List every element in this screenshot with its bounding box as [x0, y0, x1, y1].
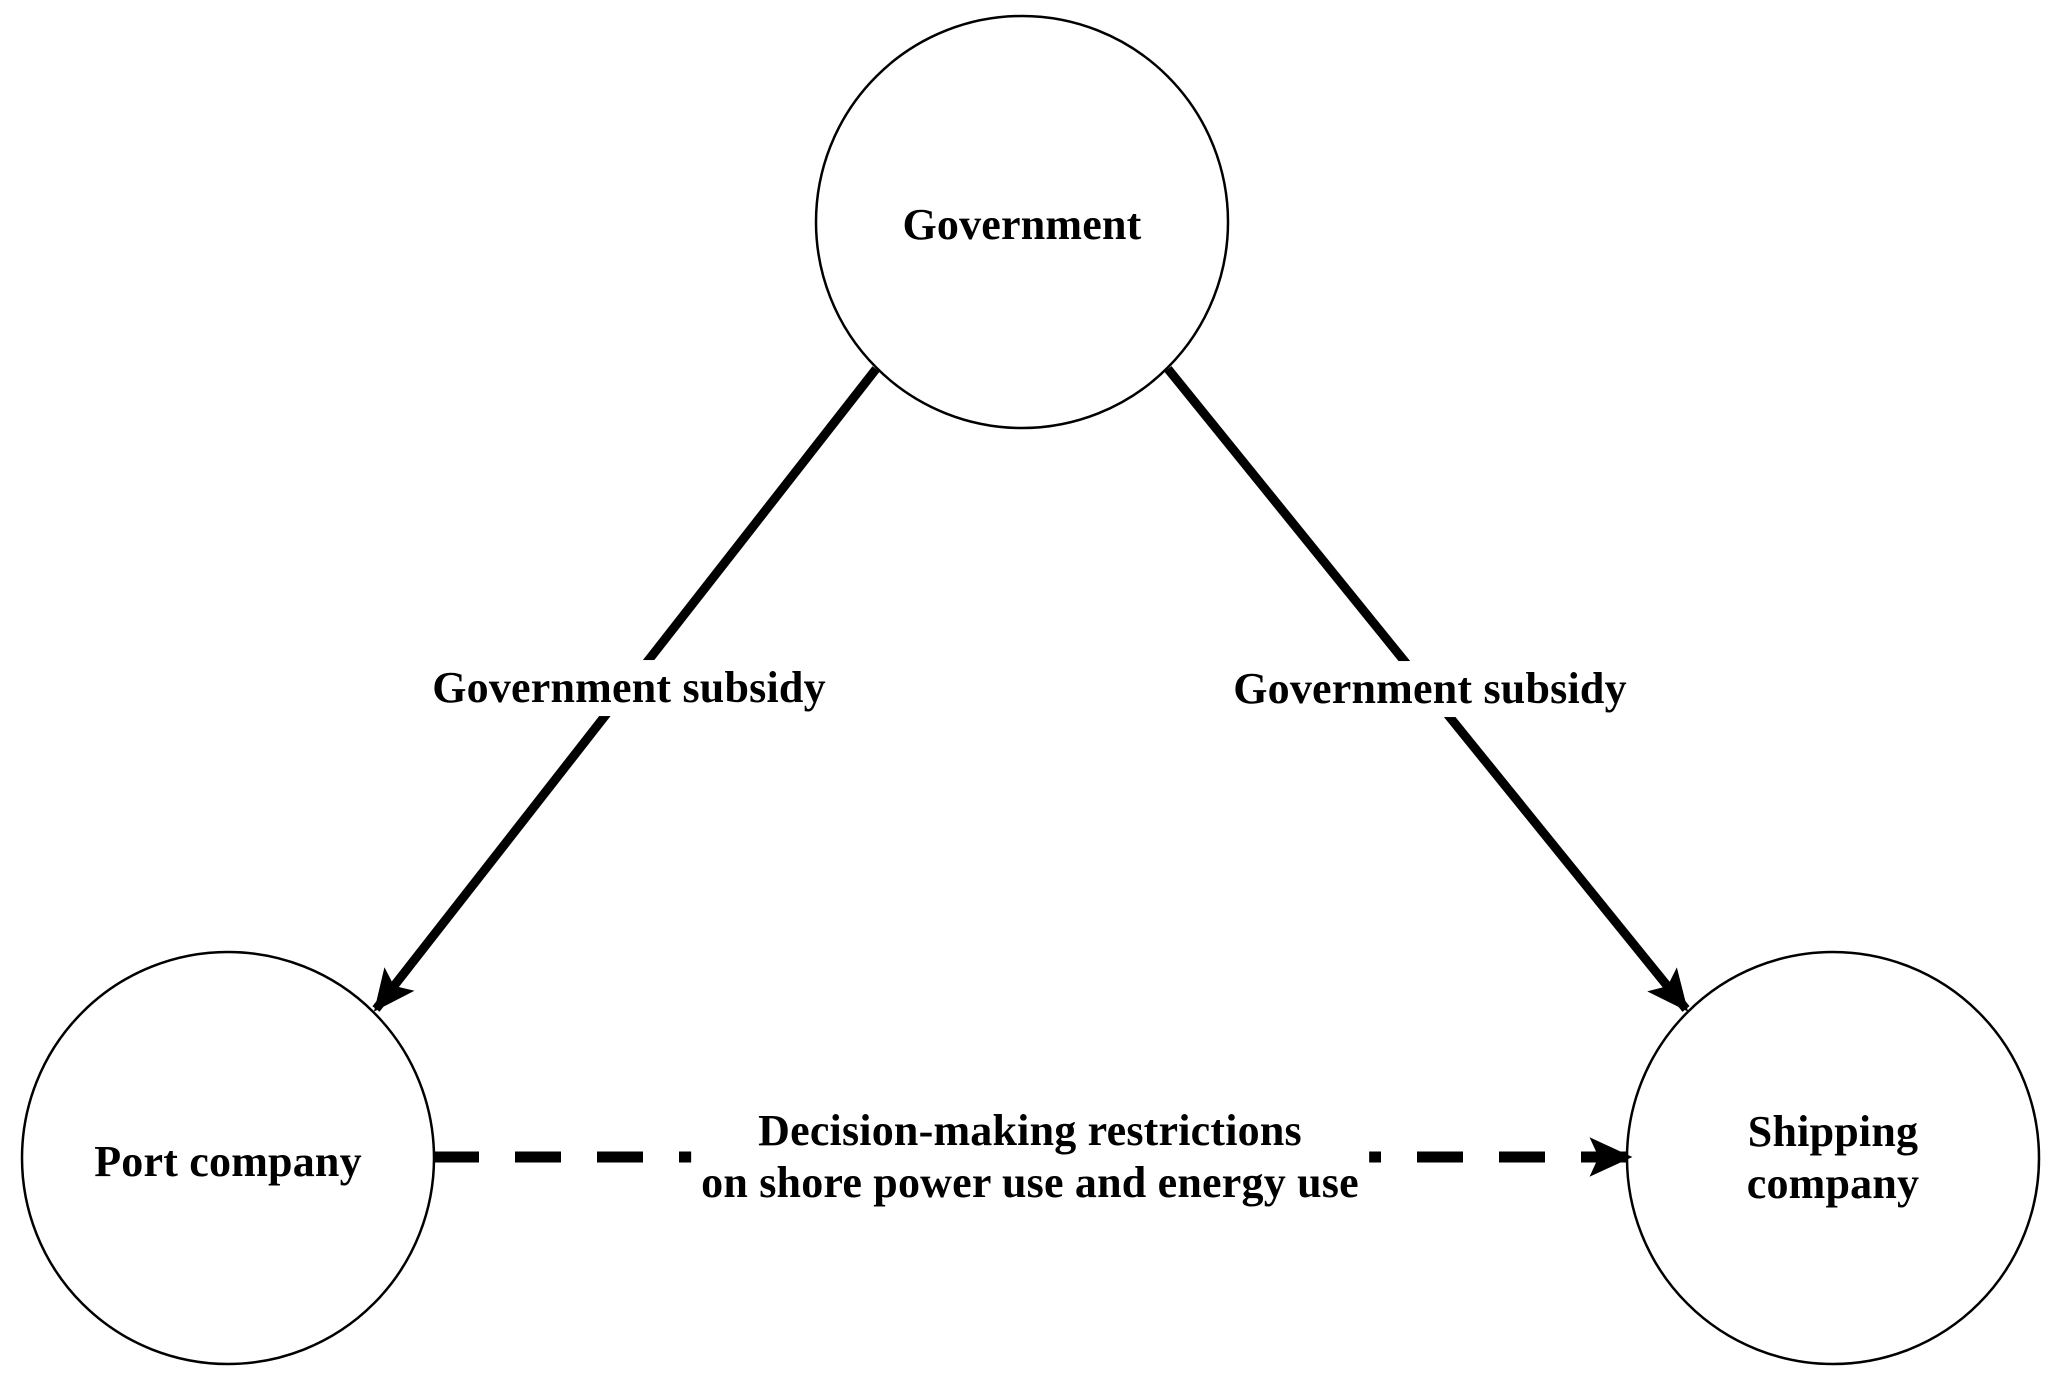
- edge-label-government-subsidy-right: Government subsidy: [1227, 661, 1633, 717]
- edge-label-decision-making-restrictions: Decision-making restrictions on shore po…: [691, 1103, 1369, 1211]
- edge-label-government-subsidy-left: Government subsidy: [426, 660, 832, 716]
- node-port-company-circle[interactable]: [20, 950, 436, 1366]
- node-government-circle[interactable]: [814, 14, 1230, 430]
- node-shipping-company-circle[interactable]: [1625, 950, 2041, 1366]
